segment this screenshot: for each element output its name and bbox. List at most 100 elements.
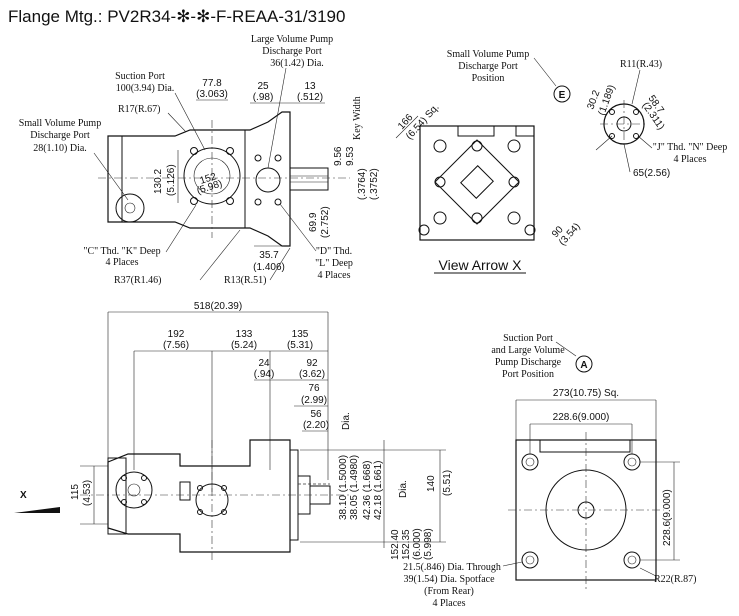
arrow-x-icon — [14, 507, 60, 513]
dim-76: 76 — [308, 383, 320, 394]
flange-front-view: Suction Port and Large Volume Pump Disch… — [403, 333, 696, 609]
dim-77-8: 77.8 — [202, 78, 222, 89]
large-port-label-2: Discharge Port — [262, 46, 322, 57]
bolt-hole — [471, 212, 483, 224]
dim-228-h: 228.6(9.000) — [553, 412, 610, 423]
bolt-hole — [141, 475, 147, 481]
bolt-hole — [507, 139, 521, 153]
dim-76-in: (2.99) — [301, 395, 327, 406]
view-arrow-caption: View Arrow X — [439, 257, 523, 273]
bolt-hole — [433, 139, 447, 153]
dim-42-18: 42.18 (1.661) — [373, 461, 384, 521]
suction-pos-2: and Large Volume — [491, 345, 565, 356]
r22-label: R22(R.87) — [654, 574, 697, 585]
j-thd-places: 4 Places — [673, 154, 706, 165]
dim-152-35: 152.35 — [401, 529, 412, 560]
leader-line — [167, 112, 187, 133]
bolt-hole — [471, 140, 483, 152]
dim-42-36: 42.36 (1.668) — [362, 461, 373, 521]
bolt-hole — [141, 499, 147, 505]
bolt-hole — [609, 133, 615, 139]
dim-24: 24 — [258, 358, 270, 369]
dim-135: 135 — [292, 329, 309, 340]
key-width-label: Key Width — [352, 96, 363, 140]
dim-140-in: (5.51) — [442, 470, 453, 496]
mount-hole — [623, 551, 641, 569]
bolt-hole — [190, 147, 198, 155]
dim-130-2-in: (5.126) — [166, 164, 177, 196]
dim-6-000: (6.000) — [412, 528, 423, 560]
bolt-hole — [633, 109, 639, 115]
mount-hole-inner — [525, 457, 535, 467]
diamond-pattern — [434, 139, 520, 225]
d-thd-label: "D" Thd. — [316, 246, 352, 257]
arrow-x-view: Small Volume Pump Discharge Port Positio… — [395, 49, 583, 274]
leader-line — [174, 92, 206, 151]
leader-line — [269, 247, 291, 281]
leader-line — [165, 204, 197, 253]
dim-69-9: 69.9 — [308, 212, 319, 232]
dim-9-53: 9.53 — [345, 146, 356, 166]
bolt-hole — [524, 224, 536, 236]
dim-92: 92 — [306, 358, 318, 369]
leader-line — [279, 203, 317, 252]
c-thd-label: "C" Thd. "K" Deep — [83, 246, 160, 257]
through-hole-2: 39(1.54) Dia. Spotface — [403, 574, 495, 585]
dim-25: 25 — [257, 81, 269, 92]
bolt-hole — [197, 485, 203, 491]
bolt-hole — [433, 211, 447, 225]
dim-77-8-in: (3.063) — [196, 89, 228, 100]
suction-label-2: 100(3.94) Dia. — [116, 83, 175, 94]
dim-65: 65(2.56) — [633, 168, 670, 179]
dim-38-05: 38.05 (1.4980) — [349, 455, 360, 520]
dim-3764: (.3764) — [357, 168, 368, 200]
leader-line — [595, 135, 613, 151]
dim-9-56: 9.56 — [333, 146, 344, 166]
dia-label-mid: Dia. — [398, 480, 409, 498]
small-port-label-1: Small Volume Pump — [19, 118, 101, 129]
dim-3752: (.3752) — [369, 168, 380, 200]
bolt-hole — [190, 197, 198, 205]
dim-13-in: (.512) — [297, 92, 323, 103]
through-hole-1: 21.5(.846) Dia. Through — [403, 562, 501, 573]
bolt-hole — [221, 509, 227, 515]
bolt-hole — [434, 176, 446, 188]
dim-25-in: (.98) — [253, 92, 274, 103]
mount-hole-inner — [627, 457, 637, 467]
leader-line — [623, 143, 631, 173]
mount-hole-inner — [525, 555, 535, 565]
marker-a: A — [580, 360, 587, 371]
drawing-title: Flange Mtg.: PV2R34-✻-✻-F-REAA-31/3190 — [8, 7, 345, 26]
dim-35-7-in: (1.406) — [253, 262, 285, 273]
leader-line — [93, 152, 129, 201]
small-port-pos-2: Discharge Port — [458, 61, 518, 72]
dim-56: 56 — [310, 409, 322, 420]
mount-hole — [521, 453, 539, 471]
dim-133: 133 — [236, 329, 253, 340]
small-port-label-2: Discharge Port — [30, 130, 90, 141]
suction-label-1: Suction Port — [115, 71, 165, 82]
small-port-flange — [107, 135, 123, 223]
leader-line — [637, 135, 653, 149]
r11-label: R11(R.43) — [620, 59, 662, 70]
dim-69-9-in: (2.752) — [320, 206, 331, 238]
dim-line — [395, 115, 419, 139]
bolt-hole — [226, 197, 234, 205]
bolt-hole — [274, 198, 282, 206]
dim-5-998: (5.998) — [423, 528, 434, 560]
large-port-label-3: 36(1.42) Dia. — [270, 58, 324, 69]
j-thd-label: "J" Thd. "N" Deep — [653, 142, 727, 153]
leader-line — [639, 567, 657, 577]
flange-top-boss — [539, 439, 631, 453]
through-hole-3: (From Rear) — [424, 586, 474, 597]
small-discharge-inner — [124, 202, 136, 214]
suction-pos-4: Port Position — [502, 369, 554, 380]
dim-152: 152 — [199, 171, 219, 187]
leader-line — [533, 57, 557, 87]
leader-line — [502, 561, 523, 567]
r13-label: R13(R.51) — [224, 275, 267, 286]
shaft — [289, 167, 329, 191]
dim-228-v: 228.6(9.000) — [662, 489, 673, 546]
large-discharge-circle — [255, 167, 281, 193]
small-port-label-3: 28(1.10) Dia. — [33, 143, 87, 154]
